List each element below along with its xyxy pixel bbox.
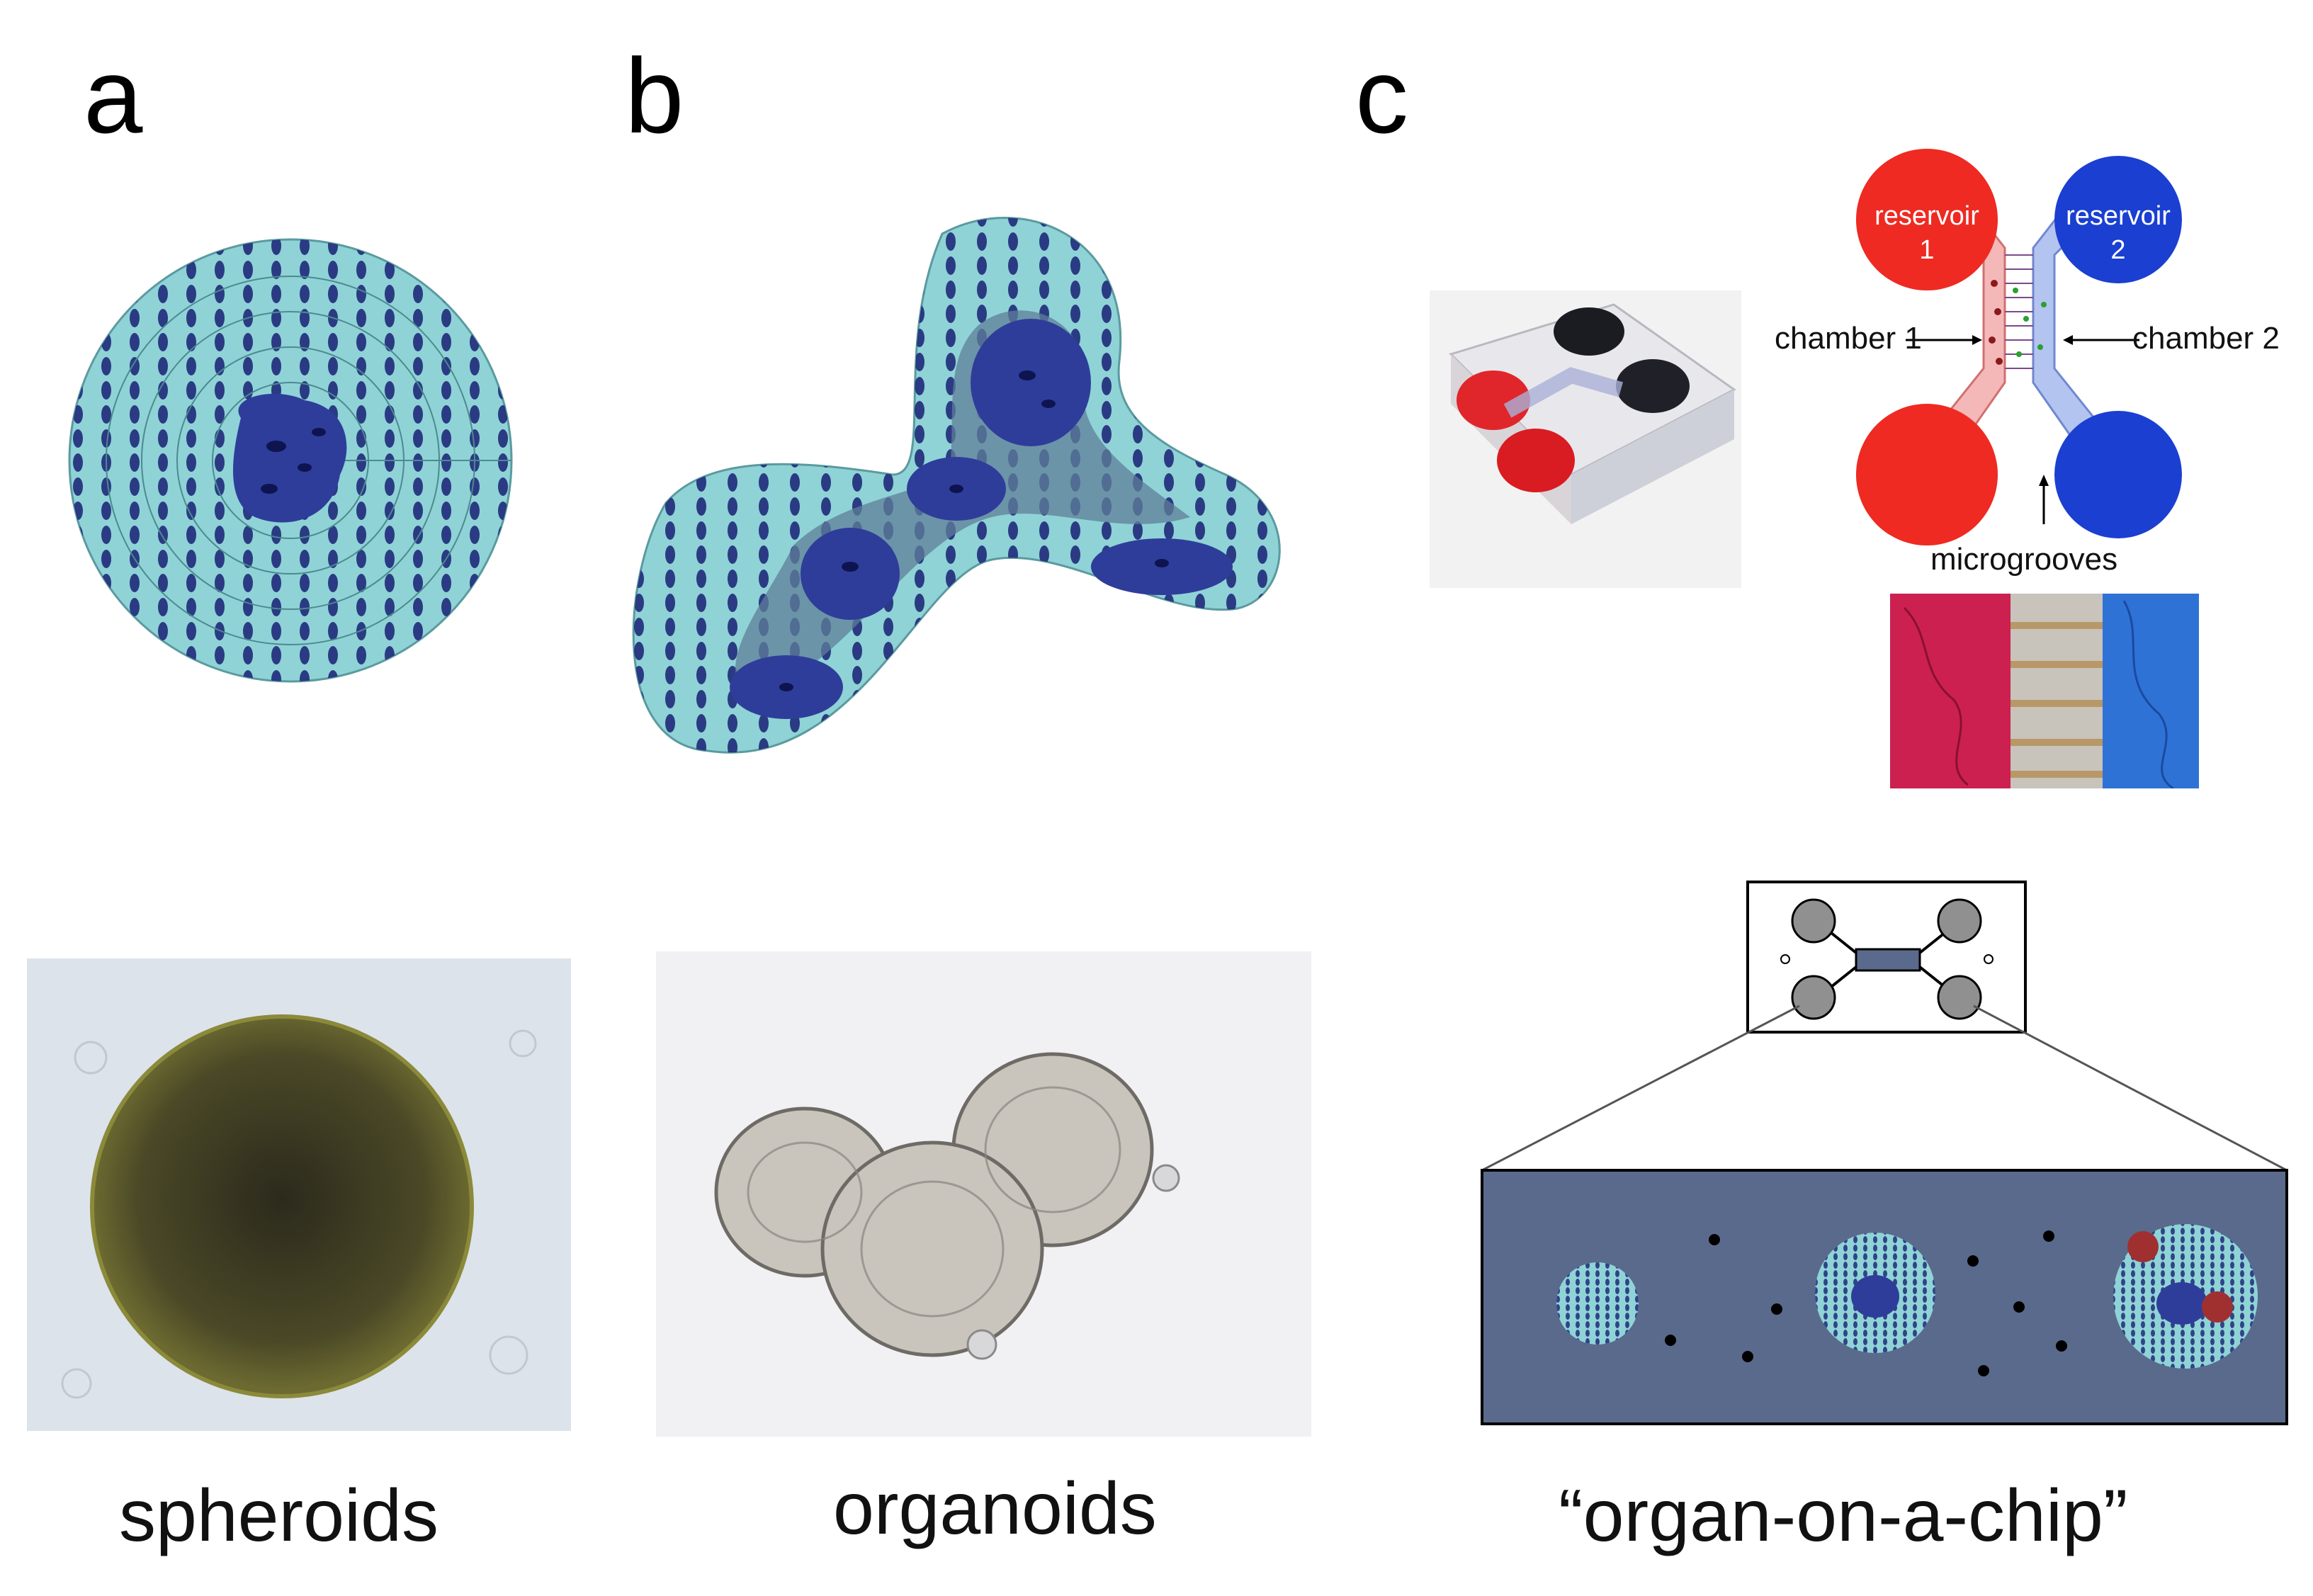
chip-schematic [1856,149,2182,545]
spheroid-micrograph [27,958,571,1431]
microgroove-micrograph [1890,594,2199,788]
organ-chip-diagram [1481,881,2288,1425]
caption-organ-on-a-chip: “organ-on-a-chip” [1559,1475,2128,1557]
spheroid-schematic [68,238,513,683]
panel-letter-a: a [84,36,143,155]
organoid-micrograph [656,951,1311,1437]
panel-letter-c: c [1355,36,1408,155]
caption-organoids: organoids [833,1468,1157,1550]
reservoir-1-label: reservoir 1 [1856,200,1998,267]
reservoir-1-word: reservoir [1874,201,1979,231]
reservoir-1-number: 1 [1919,234,1935,265]
reservoir-2-label: reservoir 2 [2047,200,2189,267]
caption-spheroids: spheroids [119,1475,439,1557]
reservoir-2-word: reservoir [2066,201,2171,231]
microfluidic-device-photo [1430,290,1741,588]
microgrooves-label: microgrooves [1930,542,2118,577]
panel-letter-b: b [625,36,684,155]
reservoir-2-number: 2 [2110,234,2126,265]
chamber-1-label: chamber 1 [1775,321,1922,356]
organoid-schematic [632,217,1281,754]
chamber-2-label: chamber 2 [2132,321,2280,356]
